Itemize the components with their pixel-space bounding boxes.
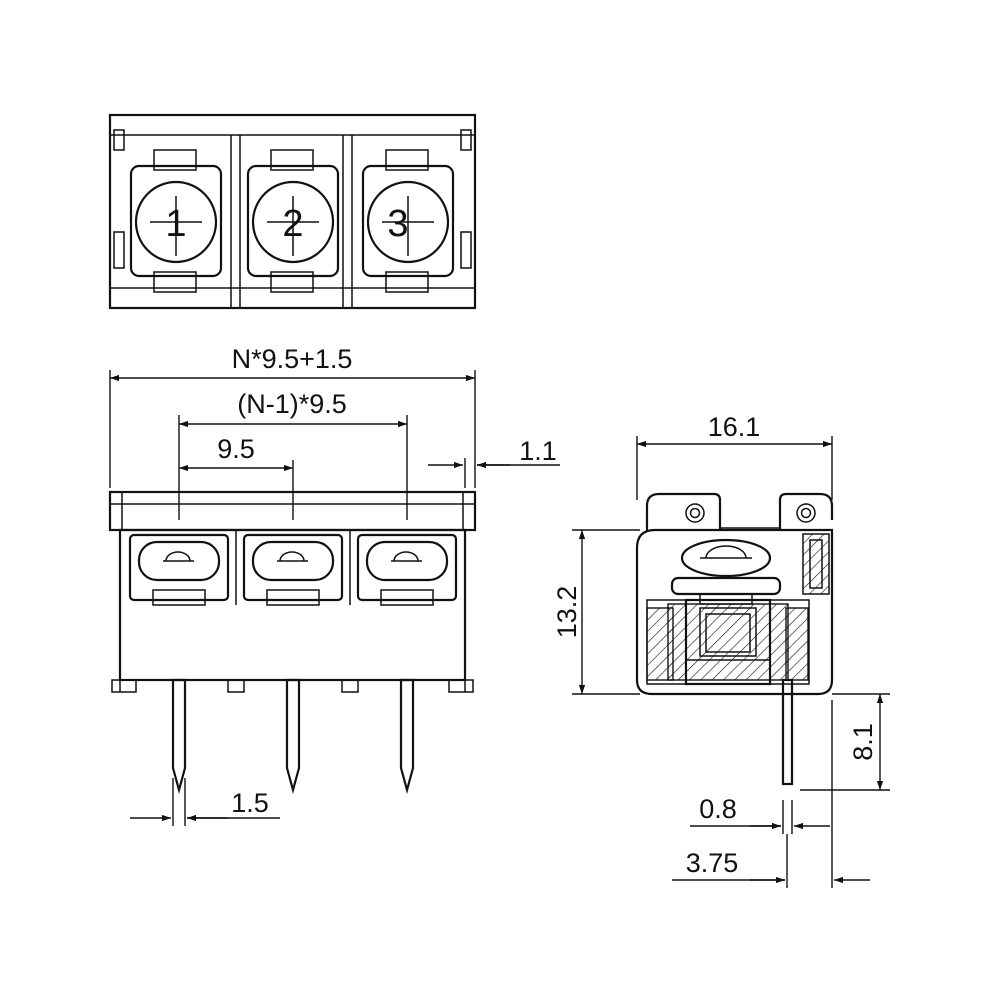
dim-body-height: 13.2 [552,529,640,695]
pin-offset-label: 3.75 [686,848,739,878]
dim-pin-thickness: 0.8 [690,794,830,834]
front-slot-1 [128,533,230,795]
front-view: N*9.5+1.5 (N-1)*9.5 9.5 1.1 [108,344,560,826]
dim-outer-pitch: (N-1)*9.5 [178,389,408,520]
side-view: 16.1 13.2 8.1 0.8 [552,412,890,888]
top-position-2: 2 [246,149,340,293]
front-slot-2 [242,533,344,795]
top-view: 1 2 3 [108,113,477,310]
dim-pin-width: 1.5 [130,778,280,826]
side-width-label: 16.1 [708,412,761,442]
pin-width-label: 1.5 [231,788,269,818]
dim-pin-length: 8.1 [800,693,890,791]
dim-overall-width: N*9.5+1.5 [109,344,476,488]
top-position-3: 3 [361,149,455,293]
outer-pitch-label: (N-1)*9.5 [237,389,347,419]
position-number-1: 1 [165,203,186,245]
front-slot-3 [356,533,458,795]
dim-side-width: 16.1 [636,412,833,500]
overall-width-label: N*9.5+1.5 [232,344,353,374]
dim-pin-offset: 3.75 [672,700,870,888]
dim-pitch: 9.5 [179,434,294,520]
position-number-3: 3 [387,203,408,245]
position-number-2: 2 [282,203,303,245]
top-position-1: 1 [129,149,223,293]
pin-length-label: 8.1 [848,723,878,761]
body-height-label: 13.2 [552,586,582,639]
pin-thickness-label: 0.8 [699,794,737,824]
dim-edge-offset: 1.1 [428,436,560,488]
edge-offset-label: 1.1 [519,436,557,466]
pitch-label: 9.5 [217,434,255,464]
